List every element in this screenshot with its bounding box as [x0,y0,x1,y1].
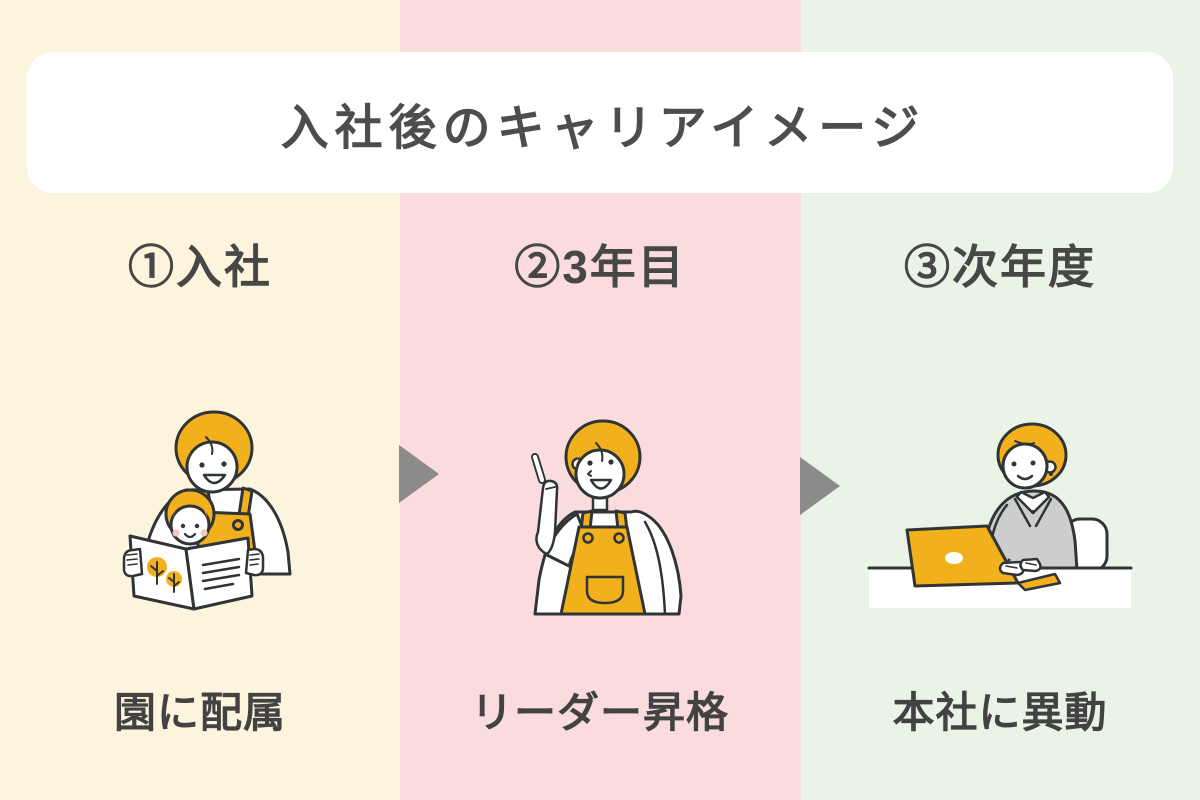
flow-arrow-icon-1 [399,445,439,503]
caption-2: リーダー昇格 [470,689,729,736]
raised-arm [531,453,587,568]
office-worker-typing-on-laptop-icon [867,422,1133,608]
flow-arrow-icon-2 [800,457,840,515]
teacher-head [564,419,642,500]
child-head [164,488,216,546]
teacher-with-child-reading-picture-book-icon [122,410,292,611]
step-label-1: ①入社 [128,241,272,293]
page-title: 入社後のキャリアイメージ [280,101,926,155]
laptop [905,524,1062,592]
worker-hands [998,557,1042,577]
worker-head [996,422,1068,490]
teacher-head [174,410,254,494]
caption-1: 園に配属 [113,689,286,736]
caption-3: 本社に異動 [892,689,1108,736]
step-label-2: ②3年目 [514,241,686,293]
picture-book [128,534,254,611]
apron [559,509,647,616]
title-banner: 入社後のキャリアイメージ [27,52,1173,193]
teacher-pointing-up-icon [531,419,683,616]
teacher-hands [122,547,265,578]
step-label-3: ③次年度 [904,241,1096,293]
